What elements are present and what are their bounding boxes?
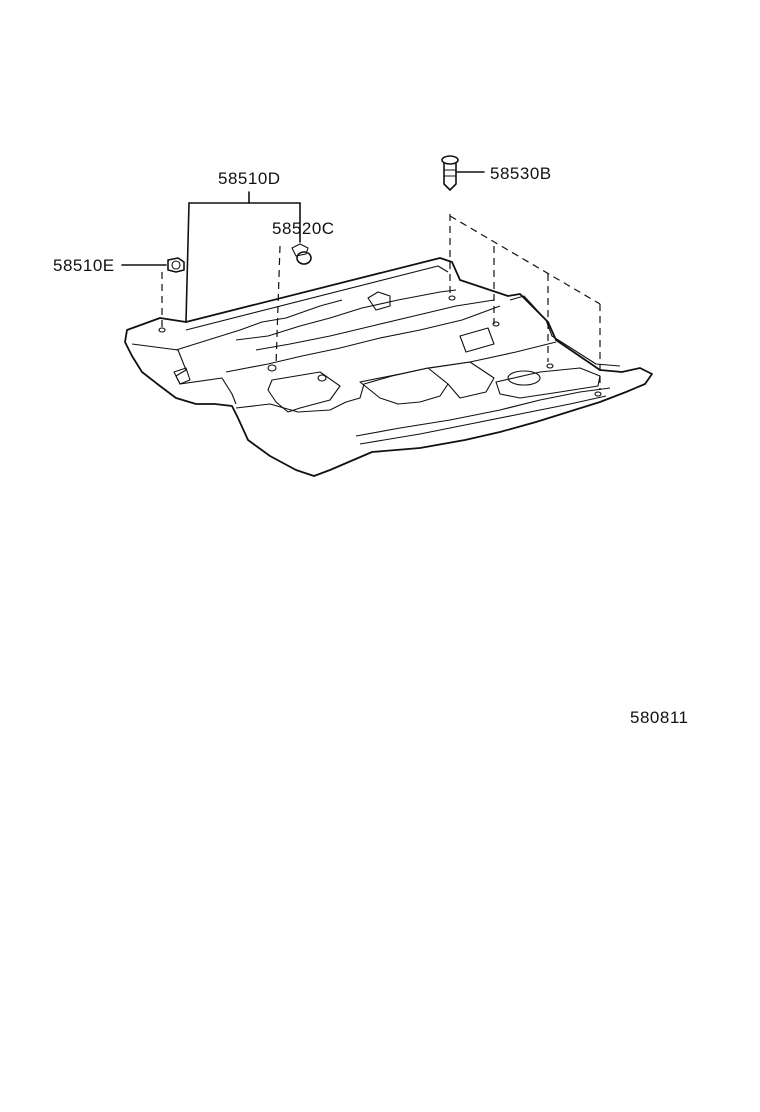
figure-code-label: 580811 (630, 708, 688, 727)
carpet-hole-rear-1 (492, 321, 500, 327)
carpet-hole-front (158, 327, 166, 333)
fastener-part-icon (441, 155, 485, 298)
carpet-rear-floor (495, 367, 601, 399)
carpet-callout-bracket (185, 191, 301, 323)
carpet-tunnel-tab (367, 291, 391, 311)
carpet-rear-edge (185, 265, 449, 331)
carpet-outline (124, 257, 653, 477)
carpet-rear-rail-2 (359, 395, 607, 445)
clip-part-icon (121, 257, 185, 330)
carpet-rear-crossmember-2 (429, 361, 495, 399)
fastener-part-label: 58530B (490, 164, 552, 183)
carpet-tunnel-right (225, 305, 501, 373)
carpet-tunnel-left (235, 289, 457, 341)
carpet-hole-rear-4 (448, 295, 456, 301)
floor-carpet-illustration (124, 257, 653, 477)
carpet-left-toe (175, 299, 343, 351)
clip-body (167, 257, 185, 273)
carpet-tunnel-pad (459, 327, 495, 353)
fastener-reference-box (449, 215, 601, 390)
carpet-hole-mid (317, 374, 327, 382)
carpet-console-dip (267, 371, 341, 413)
hole-plug-mount-line (275, 245, 281, 367)
carpet-rear-well (507, 370, 541, 386)
carpet-hole-rear-2 (546, 363, 554, 369)
carpet-left-bracket (173, 367, 191, 385)
carpet-hole-rear-3 (594, 391, 602, 397)
carpet-rear-rail (355, 387, 611, 437)
carpet-seat-step (235, 341, 557, 413)
carpet-part-label: 58510D (218, 169, 281, 188)
carpet-rear-crossmember (359, 367, 449, 405)
hole-plug-part-label: 58520C (272, 219, 335, 238)
carpet-tunnel-top (255, 299, 495, 351)
carpet-hole-left (267, 364, 277, 372)
clip-part-label: 58510E (53, 256, 115, 275)
hole-plug-part-icon (275, 243, 312, 367)
